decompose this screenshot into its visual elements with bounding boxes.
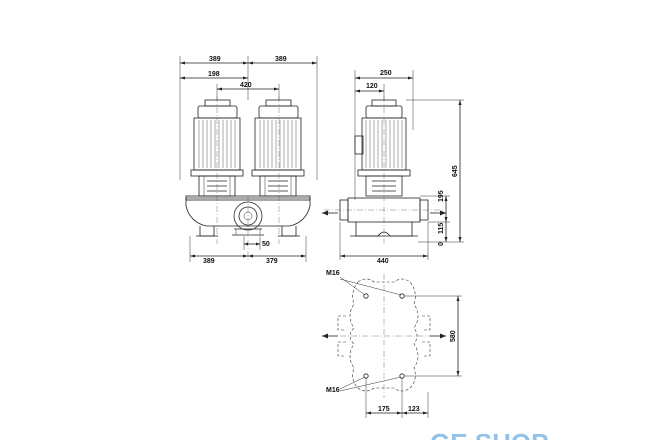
dim-plan-left: 175 — [378, 406, 390, 413]
dim-zero: 0 — [438, 242, 445, 246]
bolt-label-bottom: M16 — [326, 387, 340, 394]
dim-motor-offset: 198 — [208, 71, 220, 78]
dim-bottom-left: 389 — [203, 258, 215, 265]
dim-center-distance: 420 — [240, 82, 252, 89]
dim-side-width: 250 — [380, 70, 392, 77]
dim-side-motor-offset: 120 — [366, 83, 378, 90]
dim-hole-spacing: 580 — [450, 330, 457, 342]
dim-bottom-right: 379 — [266, 258, 278, 265]
side-view: 250 120 — [322, 70, 464, 265]
plan-view: M16 M16 580 175 123 — [322, 270, 462, 418]
watermark: GE SHOP — [430, 428, 548, 440]
dim-total-height: 645 — [452, 165, 459, 177]
dim-base-width: 440 — [377, 258, 389, 265]
bolt-label-top: M16 — [326, 270, 340, 277]
front-view: 389 389 198 420 — [179, 56, 318, 265]
dim-plan-right: 123 — [408, 406, 420, 413]
dim-port-height: 195 — [438, 190, 445, 202]
dim-base-height: 115 — [438, 223, 445, 234]
dim-port-offset: 50 — [262, 241, 270, 248]
motor-right — [251, 99, 305, 197]
dim-top-right: 389 — [275, 56, 287, 63]
dim-top-left: 389 — [209, 56, 221, 63]
